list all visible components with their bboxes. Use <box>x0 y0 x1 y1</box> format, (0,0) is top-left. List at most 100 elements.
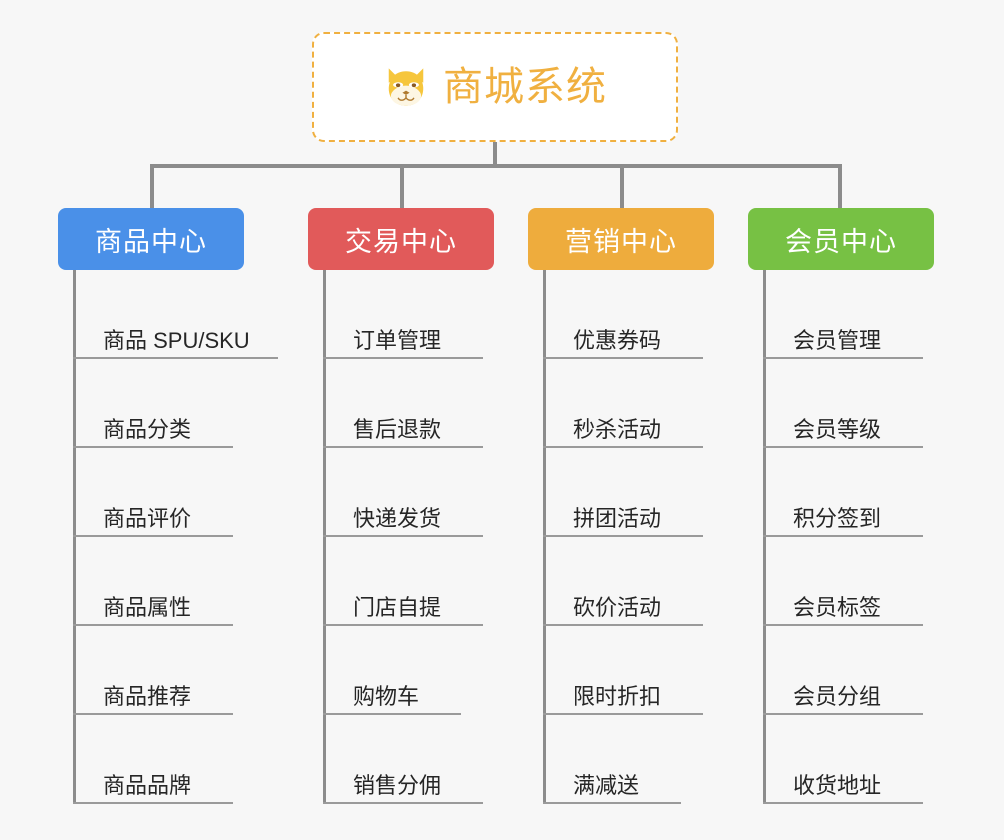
list-item-rule <box>323 802 483 804</box>
list-item[interactable]: 砍价活动 <box>543 537 714 626</box>
list-item-label: 销售分佣 <box>353 773 442 798</box>
branch-spine-2 <box>323 270 326 804</box>
list-item-rule <box>323 713 461 715</box>
list-item-rule <box>543 446 703 448</box>
branch-header-label-4: 会员中心 <box>785 226 897 257</box>
list-item[interactable]: 商品评价 <box>73 448 244 537</box>
list-item[interactable]: 售后退款 <box>323 359 494 448</box>
branch-spine-1 <box>73 270 76 804</box>
list-item-label: 会员标签 <box>793 595 882 620</box>
root-title: 商城系统 <box>443 65 607 109</box>
connector-drop-4 <box>838 164 842 208</box>
list-item-rule <box>543 535 703 537</box>
list-item-label: 限时折扣 <box>573 684 662 709</box>
list-item-label: 商品 SPU/SKU <box>103 328 250 353</box>
list-item[interactable]: 销售分佣 <box>323 715 494 804</box>
list-item[interactable]: 商品推荐 <box>73 626 244 715</box>
list-item-label: 商品品牌 <box>103 773 192 798</box>
branch-spine-3 <box>543 270 546 804</box>
list-item[interactable]: 优惠券码 <box>543 270 714 359</box>
list-item-rule <box>763 802 923 804</box>
list-item-rule <box>323 357 483 359</box>
branch-header-label-1: 商品中心 <box>95 226 207 257</box>
list-item-rule <box>73 802 233 804</box>
list-item[interactable]: 商品 SPU/SKU <box>73 270 278 359</box>
branch-header-2[interactable]: 交易中心 <box>308 208 494 270</box>
connector-drop-3 <box>620 164 624 208</box>
list-item-label: 售后退款 <box>353 417 442 442</box>
list-item-rule <box>763 713 923 715</box>
list-item[interactable]: 会员分组 <box>763 626 934 715</box>
branch-items-1: 商品 SPU/SKU 商品分类 商品评价 商品属性 商品推荐 商品品牌 <box>73 270 278 804</box>
list-item-label: 订单管理 <box>353 328 442 353</box>
list-item-label: 商品推荐 <box>103 684 192 709</box>
branch-column-3: 营销中心 优惠券码 秒杀活动 拼团活动 砍价活动 限时折扣 <box>528 208 714 804</box>
list-item-rule <box>543 357 703 359</box>
list-item-label: 拼团活动 <box>573 506 662 531</box>
list-item-label: 商品分类 <box>103 417 192 442</box>
list-item-rule <box>763 535 923 537</box>
connector-bus <box>150 164 842 168</box>
list-item[interactable]: 快递发货 <box>323 448 494 537</box>
list-item-rule <box>543 624 703 626</box>
list-item-rule <box>323 446 483 448</box>
list-item[interactable]: 会员管理 <box>763 270 934 359</box>
branch-spine-4 <box>763 270 766 804</box>
list-item-rule <box>543 802 681 804</box>
list-item-label: 优惠券码 <box>573 328 662 353</box>
dog-face-icon <box>388 68 424 106</box>
list-item-rule <box>73 446 233 448</box>
branch-header-label-2: 交易中心 <box>345 226 457 257</box>
connector-drop-2 <box>400 164 404 208</box>
list-item[interactable]: 拼团活动 <box>543 448 714 537</box>
list-item-rule <box>73 624 233 626</box>
branch-column-4: 会员中心 会员管理 会员等级 积分签到 会员标签 会员分组 <box>748 208 934 804</box>
list-item-rule <box>763 446 923 448</box>
list-item-label: 秒杀活动 <box>573 417 662 442</box>
connector-drop-1 <box>150 164 154 208</box>
list-item-rule <box>73 713 233 715</box>
list-item[interactable]: 会员等级 <box>763 359 934 448</box>
branch-items-4: 会员管理 会员等级 积分签到 会员标签 会员分组 收货地址 <box>763 270 934 804</box>
root-node[interactable]: 商城系统 <box>312 32 678 142</box>
list-item[interactable]: 购物车 <box>323 626 494 715</box>
branch-column-1: 商品中心 商品 SPU/SKU 商品分类 商品评价 商品属性 商品推荐 <box>58 208 278 804</box>
list-item-rule <box>323 624 483 626</box>
list-item-rule <box>763 624 923 626</box>
branch-items-2: 订单管理 售后退款 快递发货 门店自提 购物车 销售分佣 <box>323 270 494 804</box>
root-connector-stem <box>493 142 497 168</box>
list-item-label: 门店自提 <box>353 595 442 620</box>
list-item-label: 快递发货 <box>353 506 442 531</box>
list-item[interactable]: 收货地址 <box>763 715 934 804</box>
branch-header-3[interactable]: 营销中心 <box>528 208 714 270</box>
branch-header-4[interactable]: 会员中心 <box>748 208 934 270</box>
list-item-label: 会员等级 <box>793 417 882 442</box>
list-item-label: 砍价活动 <box>573 595 662 620</box>
list-item[interactable]: 门店自提 <box>323 537 494 626</box>
list-item-rule <box>73 357 278 359</box>
list-item[interactable]: 订单管理 <box>323 270 494 359</box>
list-item[interactable]: 限时折扣 <box>543 626 714 715</box>
list-item-rule <box>73 535 233 537</box>
branch-items-3: 优惠券码 秒杀活动 拼团活动 砍价活动 限时折扣 满减送 <box>543 270 714 804</box>
list-item[interactable]: 商品分类 <box>73 359 244 448</box>
list-item-label: 会员管理 <box>793 328 882 353</box>
list-item-label: 积分签到 <box>793 506 882 531</box>
list-item-label: 会员分组 <box>793 684 882 709</box>
list-item[interactable]: 满减送 <box>543 715 714 804</box>
list-item-rule <box>543 713 703 715</box>
list-item[interactable]: 积分签到 <box>763 448 934 537</box>
list-item-label: 购物车 <box>353 684 420 709</box>
list-item-label: 收货地址 <box>793 773 882 798</box>
list-item-rule <box>763 357 923 359</box>
branch-header-label-3: 营销中心 <box>565 226 677 257</box>
list-item[interactable]: 商品品牌 <box>73 715 244 804</box>
branch-header-1[interactable]: 商品中心 <box>58 208 244 270</box>
list-item[interactable]: 秒杀活动 <box>543 359 714 448</box>
list-item-label: 商品属性 <box>103 595 192 620</box>
list-item[interactable]: 商品属性 <box>73 537 244 626</box>
list-item-rule <box>323 535 483 537</box>
list-item[interactable]: 会员标签 <box>763 537 934 626</box>
list-item-label: 满减送 <box>573 773 640 798</box>
